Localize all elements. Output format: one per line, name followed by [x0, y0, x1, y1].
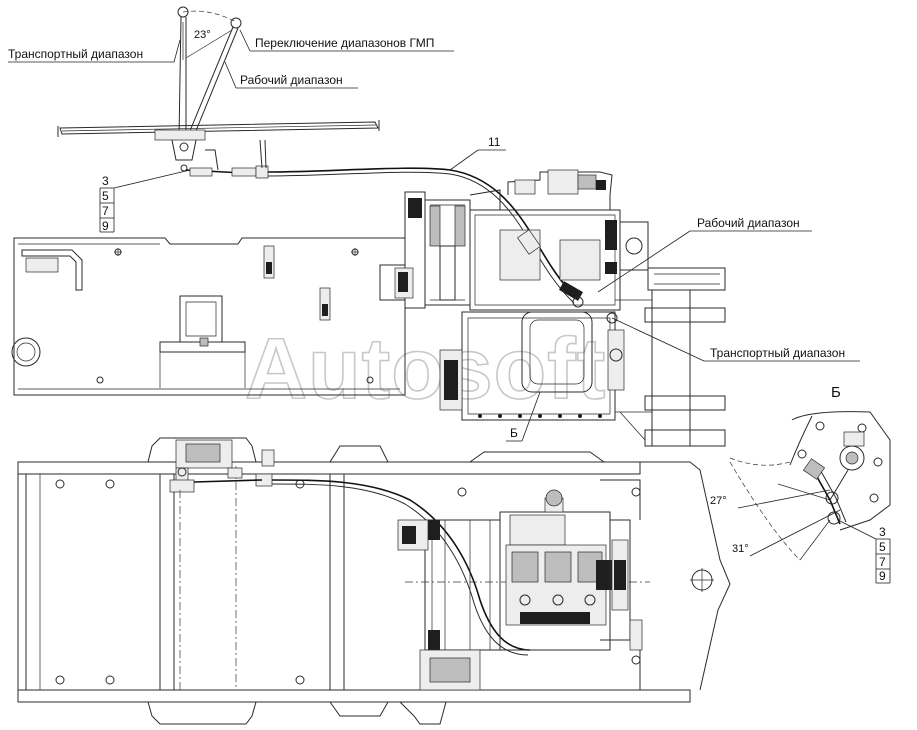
control-cable-lower: [271, 479, 531, 651]
part-number: 5: [879, 540, 886, 554]
label-view-b-title: Б: [831, 384, 841, 401]
part-number: 9: [102, 219, 109, 233]
part-number: 7: [879, 555, 886, 569]
right-crossmember: [615, 267, 726, 447]
lever-assembly: [57, 6, 380, 179]
working-lever-knob: [230, 17, 242, 29]
transport-lever-knob: [177, 6, 189, 18]
part-stack-left: 3 5 7 9: [99, 169, 191, 233]
upper-frame: [11, 237, 406, 396]
label-transport-range-right: Транспортный диапазон: [710, 346, 845, 360]
label-angle-31: 31°: [732, 543, 749, 555]
upper-gearbox: [394, 169, 649, 421]
detail-view-b: [729, 411, 891, 561]
label-gmp-switch: Переключение диапазонов ГМП: [255, 36, 434, 50]
label-view-b-ref: Б: [510, 426, 518, 440]
part-stack-right: 3 5 7 9: [837, 519, 891, 584]
part-number: 3: [879, 525, 886, 539]
part-number: 3: [102, 174, 109, 188]
lower-lever-mount: [169, 439, 275, 690]
control-cable-upper: [267, 167, 579, 301]
label-callout-11: 11: [488, 135, 501, 149]
part-number: 5: [102, 189, 109, 203]
part-number: 7: [102, 204, 109, 218]
lower-gearbox: [397, 479, 650, 691]
label-working-range-top: Рабочий диапазон: [240, 73, 343, 87]
label-angle-27: 27°: [710, 495, 727, 507]
angle-arc: [182, 10, 237, 23]
part-number: 9: [879, 569, 886, 583]
label-angle-23: 23°: [194, 29, 211, 41]
labels: Транспортный диапазон 23° Переключение д…: [8, 29, 891, 584]
label-working-range-right: Рабочий диапазон: [697, 216, 800, 230]
watermark: Autosoft: [245, 321, 606, 417]
label-transport-range-top: Транспортный диапазон: [8, 47, 143, 61]
